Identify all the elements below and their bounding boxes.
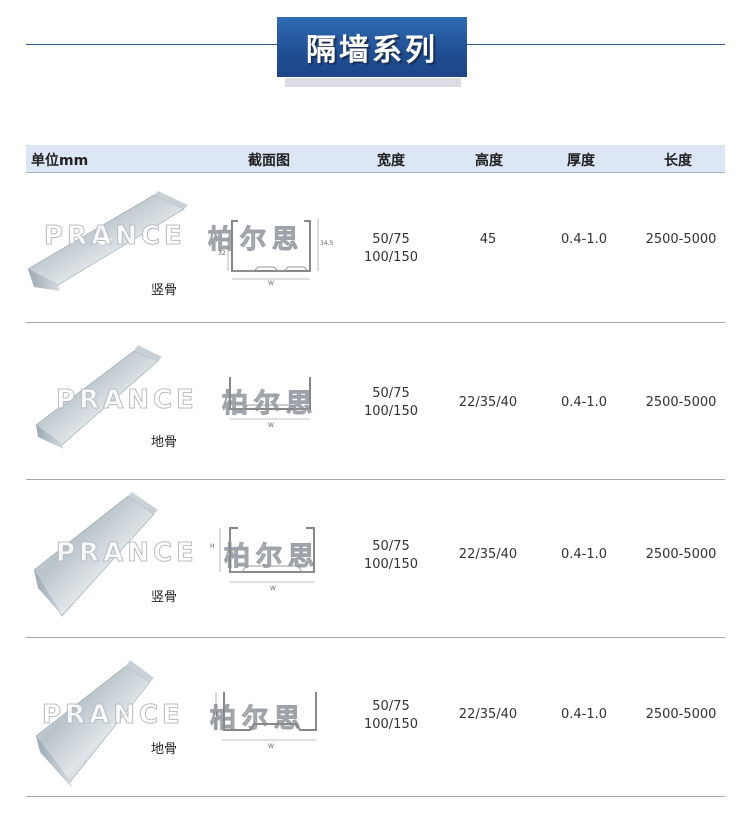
row-divider [26,796,725,797]
product-name: 竖骨 [151,283,178,298]
column-header-section: 截面图 [248,153,290,169]
title-rule-left [26,44,278,45]
column-header-thickness: 厚度 [567,153,595,169]
width-value: 50/75 100/150 [346,698,436,734]
height-value: 22/35/40 [458,395,518,410]
length-value: 2500-5000 [645,547,717,562]
width-line-2: 100/150 [363,557,418,572]
column-header-height: 高度 [475,153,503,169]
page-title: 隔墙系列 [306,33,438,68]
title-rule-right [466,44,725,45]
row-divider [26,637,725,638]
width-line-1: 50/75 [372,539,410,554]
column-header-length: 长度 [664,153,692,169]
watermark-cn: 柏尔思 [207,225,305,256]
height-value: 45 [479,232,497,247]
thickness-value: 0.4-1.0 [560,547,608,562]
product-photo [27,191,188,291]
width-value: 50/75 100/150 [346,385,436,421]
product-name: 地骨 [151,435,178,450]
watermark-cn: 柏尔思 [221,389,319,420]
table-row: PRANCE 柏尔思 竖骨 H W 50/75 100/150 22/35/40… [26,480,725,638]
row-divider [26,479,725,480]
product-photo [35,660,154,788]
svg-text:W: W [268,280,274,285]
watermark-latin: PRANCE [56,538,198,569]
table-row: PRANCE 柏尔思 竖骨 32 34.5 W 50/75 100/150 45… [26,173,725,323]
length-value: 2500-5000 [645,232,717,247]
width-line-1: 50/75 [372,386,410,401]
section-diagram: H W [210,527,315,592]
svg-text:W: W [270,585,276,592]
length-value: 2500-5000 [645,395,717,410]
section-diagram: H W [213,692,317,750]
width-value: 50/75 100/150 [346,231,436,267]
row-divider [26,322,725,323]
title-shadow [285,78,461,87]
svg-text:H: H [210,543,215,550]
width-value: 50/75 100/150 [346,538,436,574]
svg-text:W: W [268,743,274,750]
table-header: 单位mm 截面图 宽度 高度 厚度 长度 [26,145,725,173]
height-value: 22/35/40 [458,547,518,562]
thickness-value: 0.4-1.0 [560,707,608,722]
length-value: 2500-5000 [645,707,717,722]
table-row: PRANCE 柏尔思 地骨 H W 50/75 100/150 22/35/40… [26,638,725,796]
product-photo [35,345,162,449]
watermark-latin: PRANCE [56,385,198,416]
product-name: 地骨 [151,742,178,757]
table-row: PRANCE 柏尔思 地骨 W 50/75 100/150 22/35/40 0… [26,323,725,480]
product-photo [33,492,158,620]
width-line-2: 100/150 [363,717,418,732]
thickness-value: 0.4-1.0 [560,395,608,410]
column-header-width: 宽度 [377,153,405,169]
watermark-latin: PRANCE [44,221,186,252]
thickness-value: 0.4-1.0 [560,232,608,247]
product-name: 竖骨 [151,590,178,605]
section-diagram: 32 34.5 W [218,219,334,285]
height-value: 22/35/40 [458,707,518,722]
watermark-latin: PRANCE [42,700,184,731]
title-banner: 隔墙系列 [277,17,467,77]
width-line-2: 100/150 [363,404,418,419]
svg-text:H: H [213,711,218,718]
column-header-unit: 单位mm [31,153,89,169]
svg-text:32: 32 [218,250,226,257]
section-diagram: W [229,377,311,429]
width-line-1: 50/75 [372,232,410,247]
width-line-2: 100/150 [363,250,418,265]
svg-text:34.5: 34.5 [320,240,334,247]
svg-text:W: W [268,422,274,429]
width-line-1: 50/75 [372,699,410,714]
